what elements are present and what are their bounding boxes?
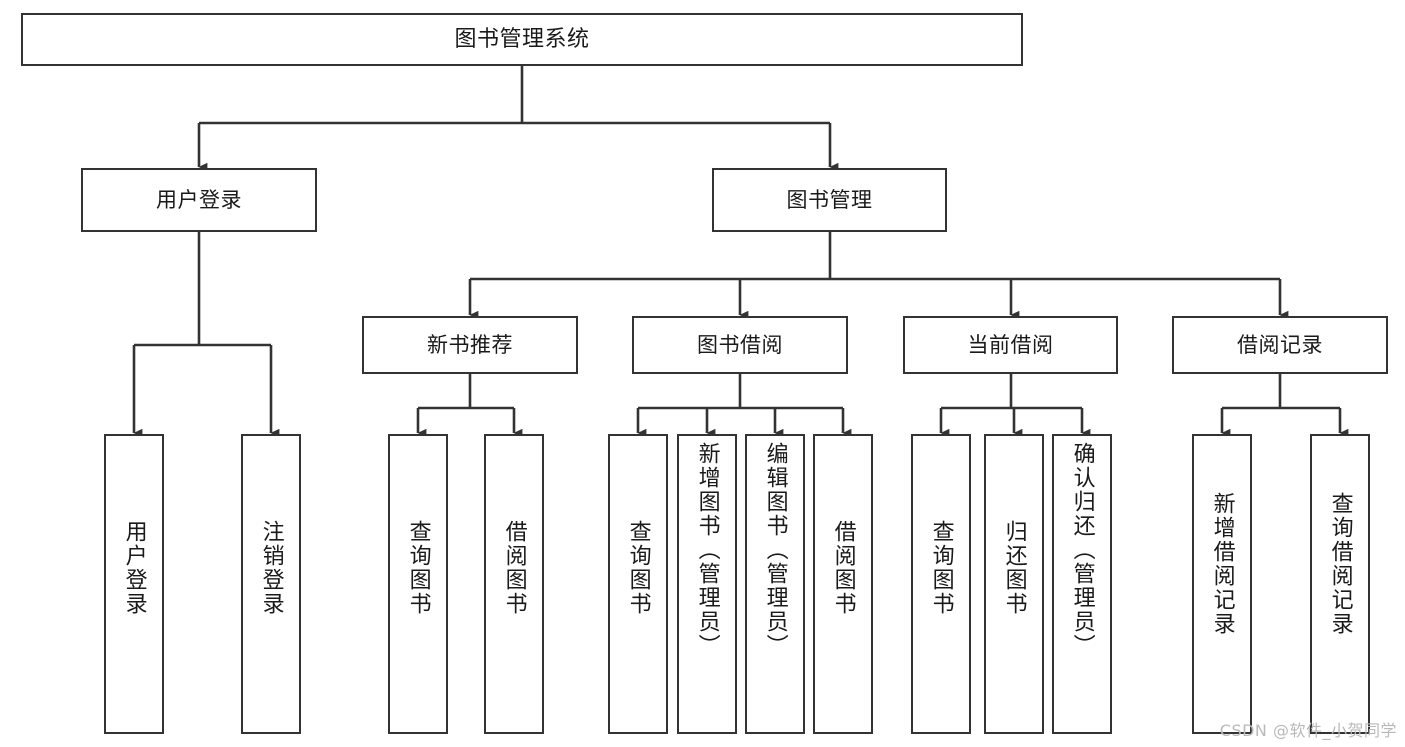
node-leaf-query-book-2[interactable]: 查询图书 — [608, 434, 668, 734]
node-leaf-query-book-3[interactable]: 查询图书 — [911, 434, 971, 734]
node-book-manage[interactable]: 图书管理 — [712, 168, 947, 232]
node-leaf-user-logout[interactable]: 注销登录 — [241, 434, 301, 734]
node-leaf-borrow-book-1[interactable]: 借阅图书 — [484, 434, 544, 734]
node-label: 用户登录 — [121, 520, 147, 616]
node-leaf-add-record[interactable]: 新增借阅记录 — [1192, 434, 1252, 734]
node-leaf-borrow-book-2[interactable]: 借阅图书 — [813, 434, 873, 734]
node-label: 图书借阅 — [697, 332, 783, 357]
node-user-login[interactable]: 用户登录 — [81, 168, 317, 232]
node-label: 查询图书 — [928, 520, 954, 616]
node-label: 查询图书 — [405, 520, 431, 616]
node-leaf-edit-book[interactable]: 编辑图书（管理员） — [745, 434, 805, 734]
node-label: 确认归还（管理员） — [1069, 442, 1095, 658]
node-label: 归还图书 — [1001, 520, 1027, 616]
node-label: 查询图书 — [625, 520, 651, 616]
node-leaf-query-book-1[interactable]: 查询图书 — [388, 434, 448, 734]
node-leaf-user-login[interactable]: 用户登录 — [104, 434, 164, 734]
node-borrow-record[interactable]: 借阅记录 — [1172, 316, 1388, 374]
node-label: 新增图书（管理员） — [694, 442, 720, 658]
node-root[interactable]: 图书管理系统 — [21, 13, 1023, 66]
watermark: CSDN @软件_小贺同学 — [1219, 721, 1397, 740]
node-label: 借阅记录 — [1237, 332, 1323, 357]
node-book-borrow[interactable]: 图书借阅 — [632, 316, 848, 374]
node-label: 借阅图书 — [830, 520, 856, 616]
node-label: 借阅图书 — [501, 520, 527, 616]
node-leaf-query-record[interactable]: 查询借阅记录 — [1310, 434, 1370, 734]
node-leaf-add-book[interactable]: 新增图书（管理员） — [677, 434, 737, 734]
node-label: 当前借阅 — [967, 332, 1054, 357]
node-label: 图书管理系统 — [454, 26, 590, 52]
node-leaf-return-book[interactable]: 归还图书 — [984, 434, 1044, 734]
node-label: 新书推荐 — [427, 332, 513, 357]
node-leaf-confirm-return[interactable]: 确认归还（管理员） — [1052, 434, 1112, 734]
node-label: 新增借阅记录 — [1209, 492, 1235, 636]
node-current-borrow[interactable]: 当前借阅 — [903, 316, 1118, 374]
node-label: 查询借阅记录 — [1327, 492, 1353, 636]
node-label: 图书管理 — [786, 187, 873, 212]
node-label: 注销登录 — [258, 520, 284, 616]
node-label: 编辑图书（管理员） — [762, 442, 788, 658]
node-new-book-rec[interactable]: 新书推荐 — [362, 316, 578, 374]
node-label: 用户登录 — [156, 187, 242, 212]
